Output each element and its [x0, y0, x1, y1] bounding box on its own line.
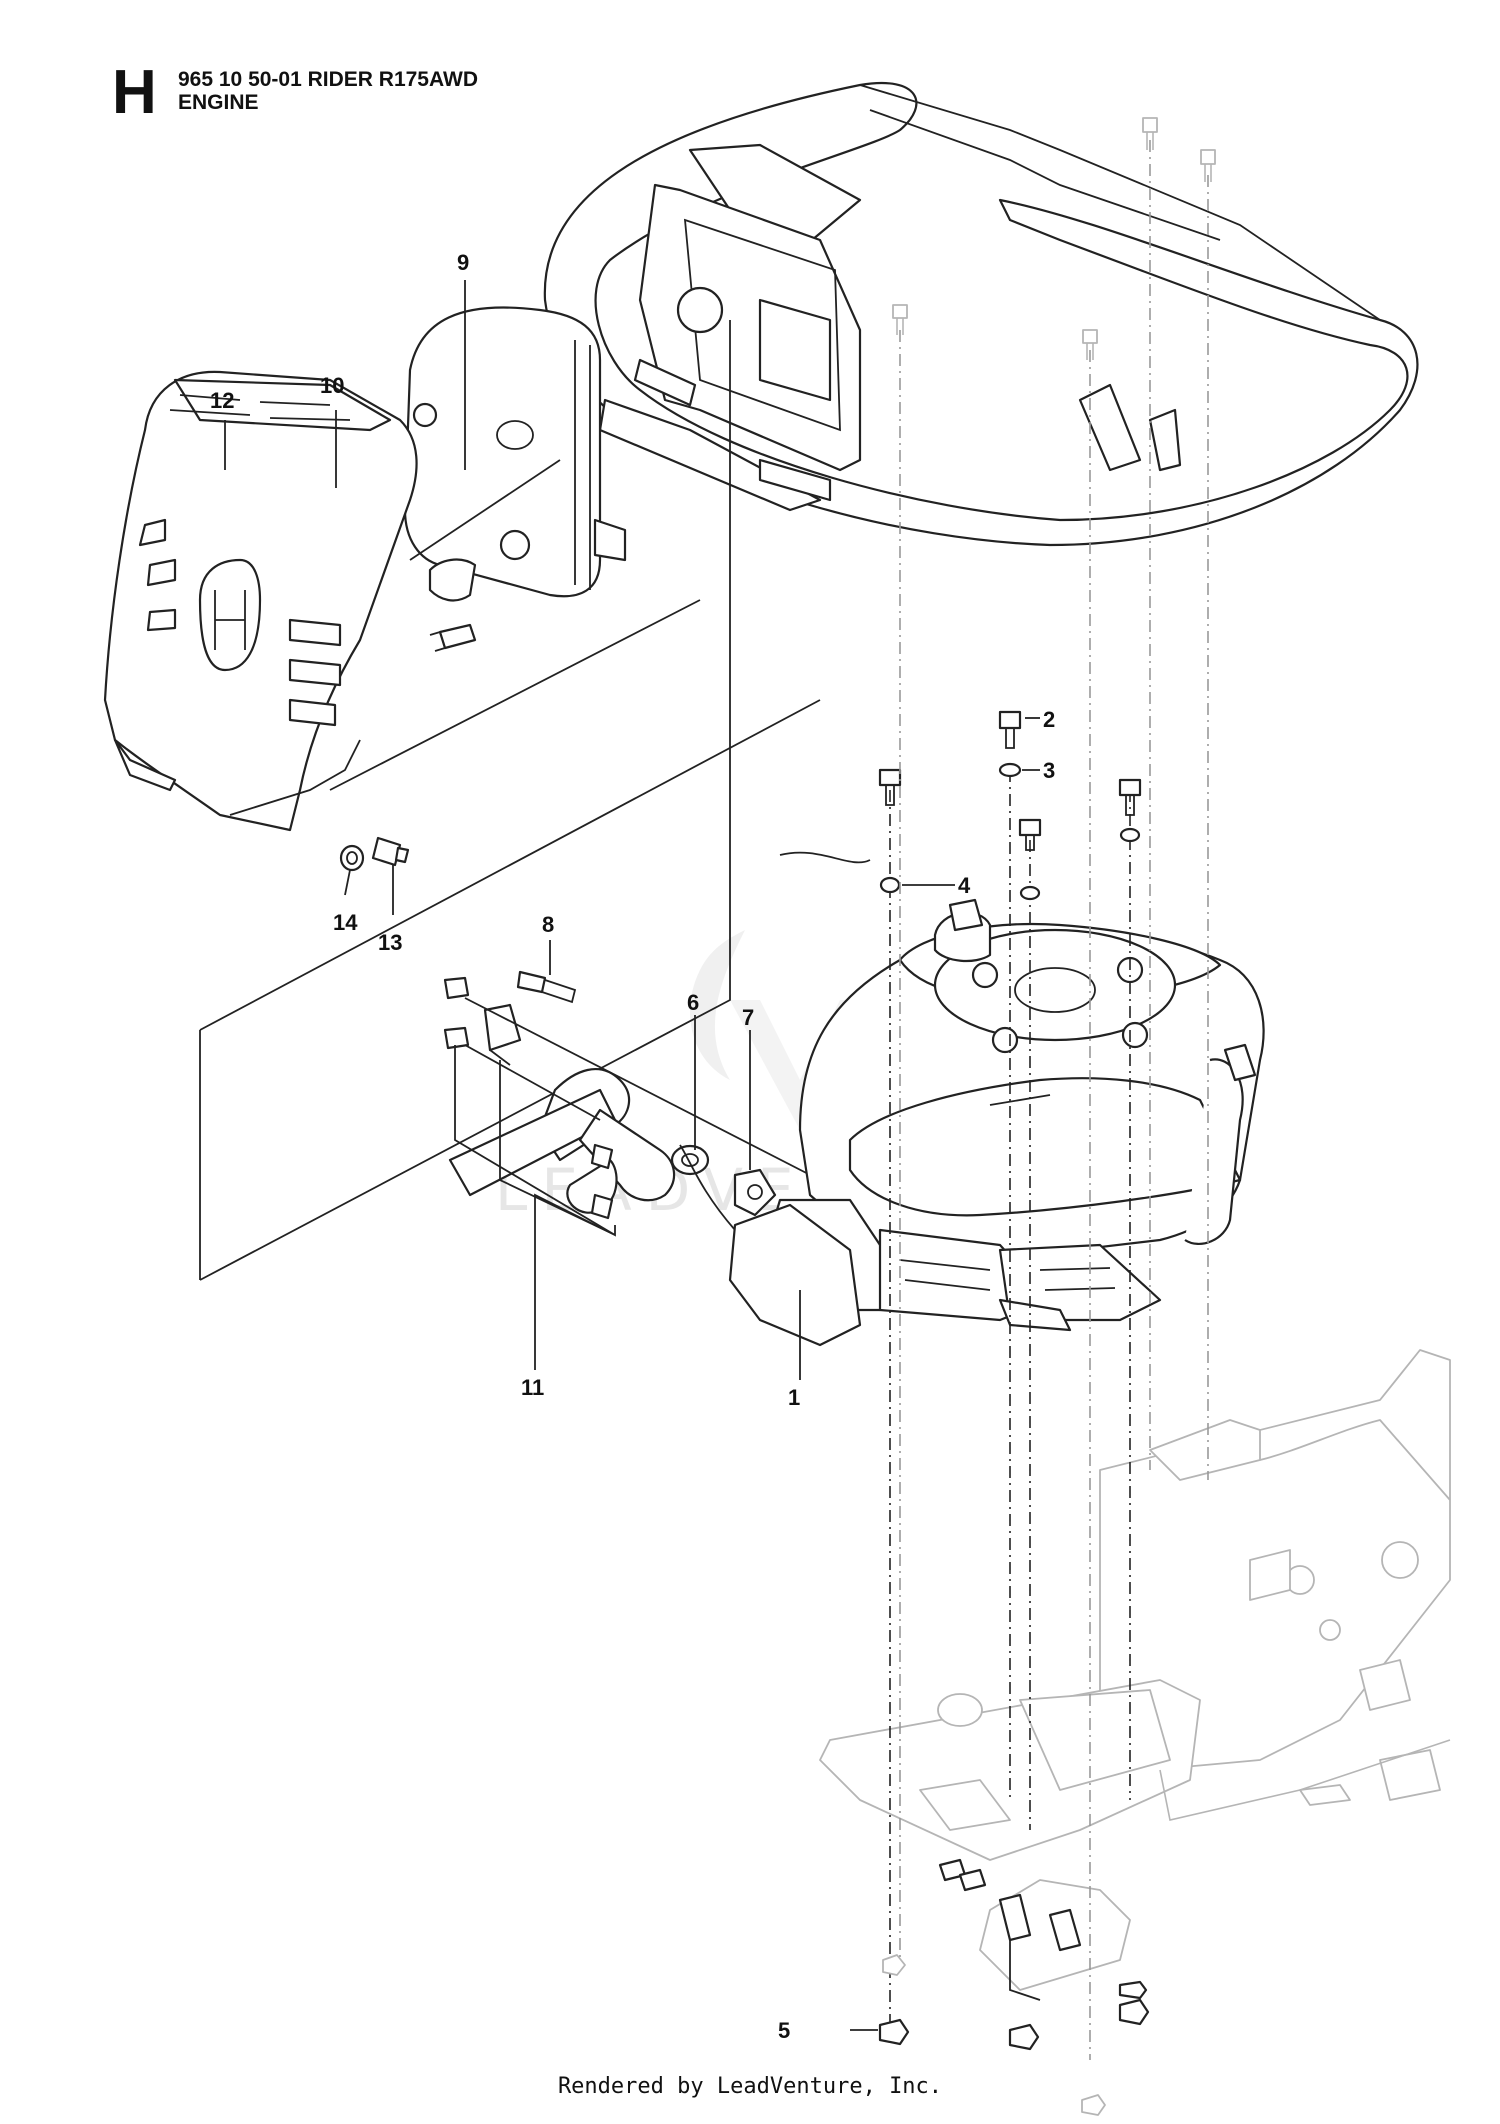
nuts-11	[443, 976, 614, 1220]
callout-7: 7	[742, 1005, 754, 1030]
rear-frame	[543, 82, 1419, 547]
callout-10: 10	[320, 373, 344, 398]
callout-2: 2	[1043, 707, 1055, 732]
mount-bolt-set	[878, 117, 1216, 2116]
diagram-title-block: 965 10 50-01 RIDER R175AWD ENGINE	[178, 68, 478, 114]
muffler	[403, 306, 627, 602]
callout-14: 14	[333, 910, 358, 935]
callout-8: 8	[542, 912, 554, 937]
bolt-10-lower	[429, 623, 477, 652]
section-name: ENGINE	[178, 91, 259, 114]
exhaust-center-line-2	[464, 1044, 601, 1121]
callout-11: 11	[521, 1375, 544, 1400]
exhaust-center-line	[464, 997, 821, 1181]
model-line: 965 10 50-01 RIDER R175AWD	[178, 68, 478, 91]
callout-4: 4	[958, 873, 971, 898]
assembly-line-cover	[199, 699, 821, 1031]
clamp-bracket	[483, 1003, 522, 1066]
exhaust-pipe	[448, 1068, 710, 1214]
callout-leaders	[224, 280, 1040, 2031]
callout-1: 1	[788, 1385, 800, 1410]
assembly-line-muffler	[329, 459, 701, 791]
assembly-line-right	[199, 320, 731, 1281]
chassis-frame-ghost	[819, 1349, 1451, 2001]
callout-12: 12	[210, 388, 234, 413]
callout-9: 9	[457, 250, 469, 275]
bolt-8	[516, 970, 577, 1004]
washer-14	[339, 844, 365, 872]
footer-credit: Rendered by LeadVenture, Inc.	[557, 2074, 943, 2099]
gasket-7	[733, 1168, 777, 1217]
callout-6: 6	[687, 990, 699, 1015]
engine-cover	[103, 370, 418, 832]
callout-3: 3	[1043, 758, 1055, 783]
bolt-13	[371, 836, 410, 867]
callout-13: 13	[378, 930, 402, 955]
section-letter: H	[112, 58, 157, 127]
callout-5: 5	[778, 2018, 790, 2043]
engine	[679, 851, 1265, 1347]
heat-shield-bracket	[598, 183, 862, 512]
callout-labels: 1 2 3 4 5 6 7 8 9 10 11 12 13 14	[210, 250, 1055, 2043]
